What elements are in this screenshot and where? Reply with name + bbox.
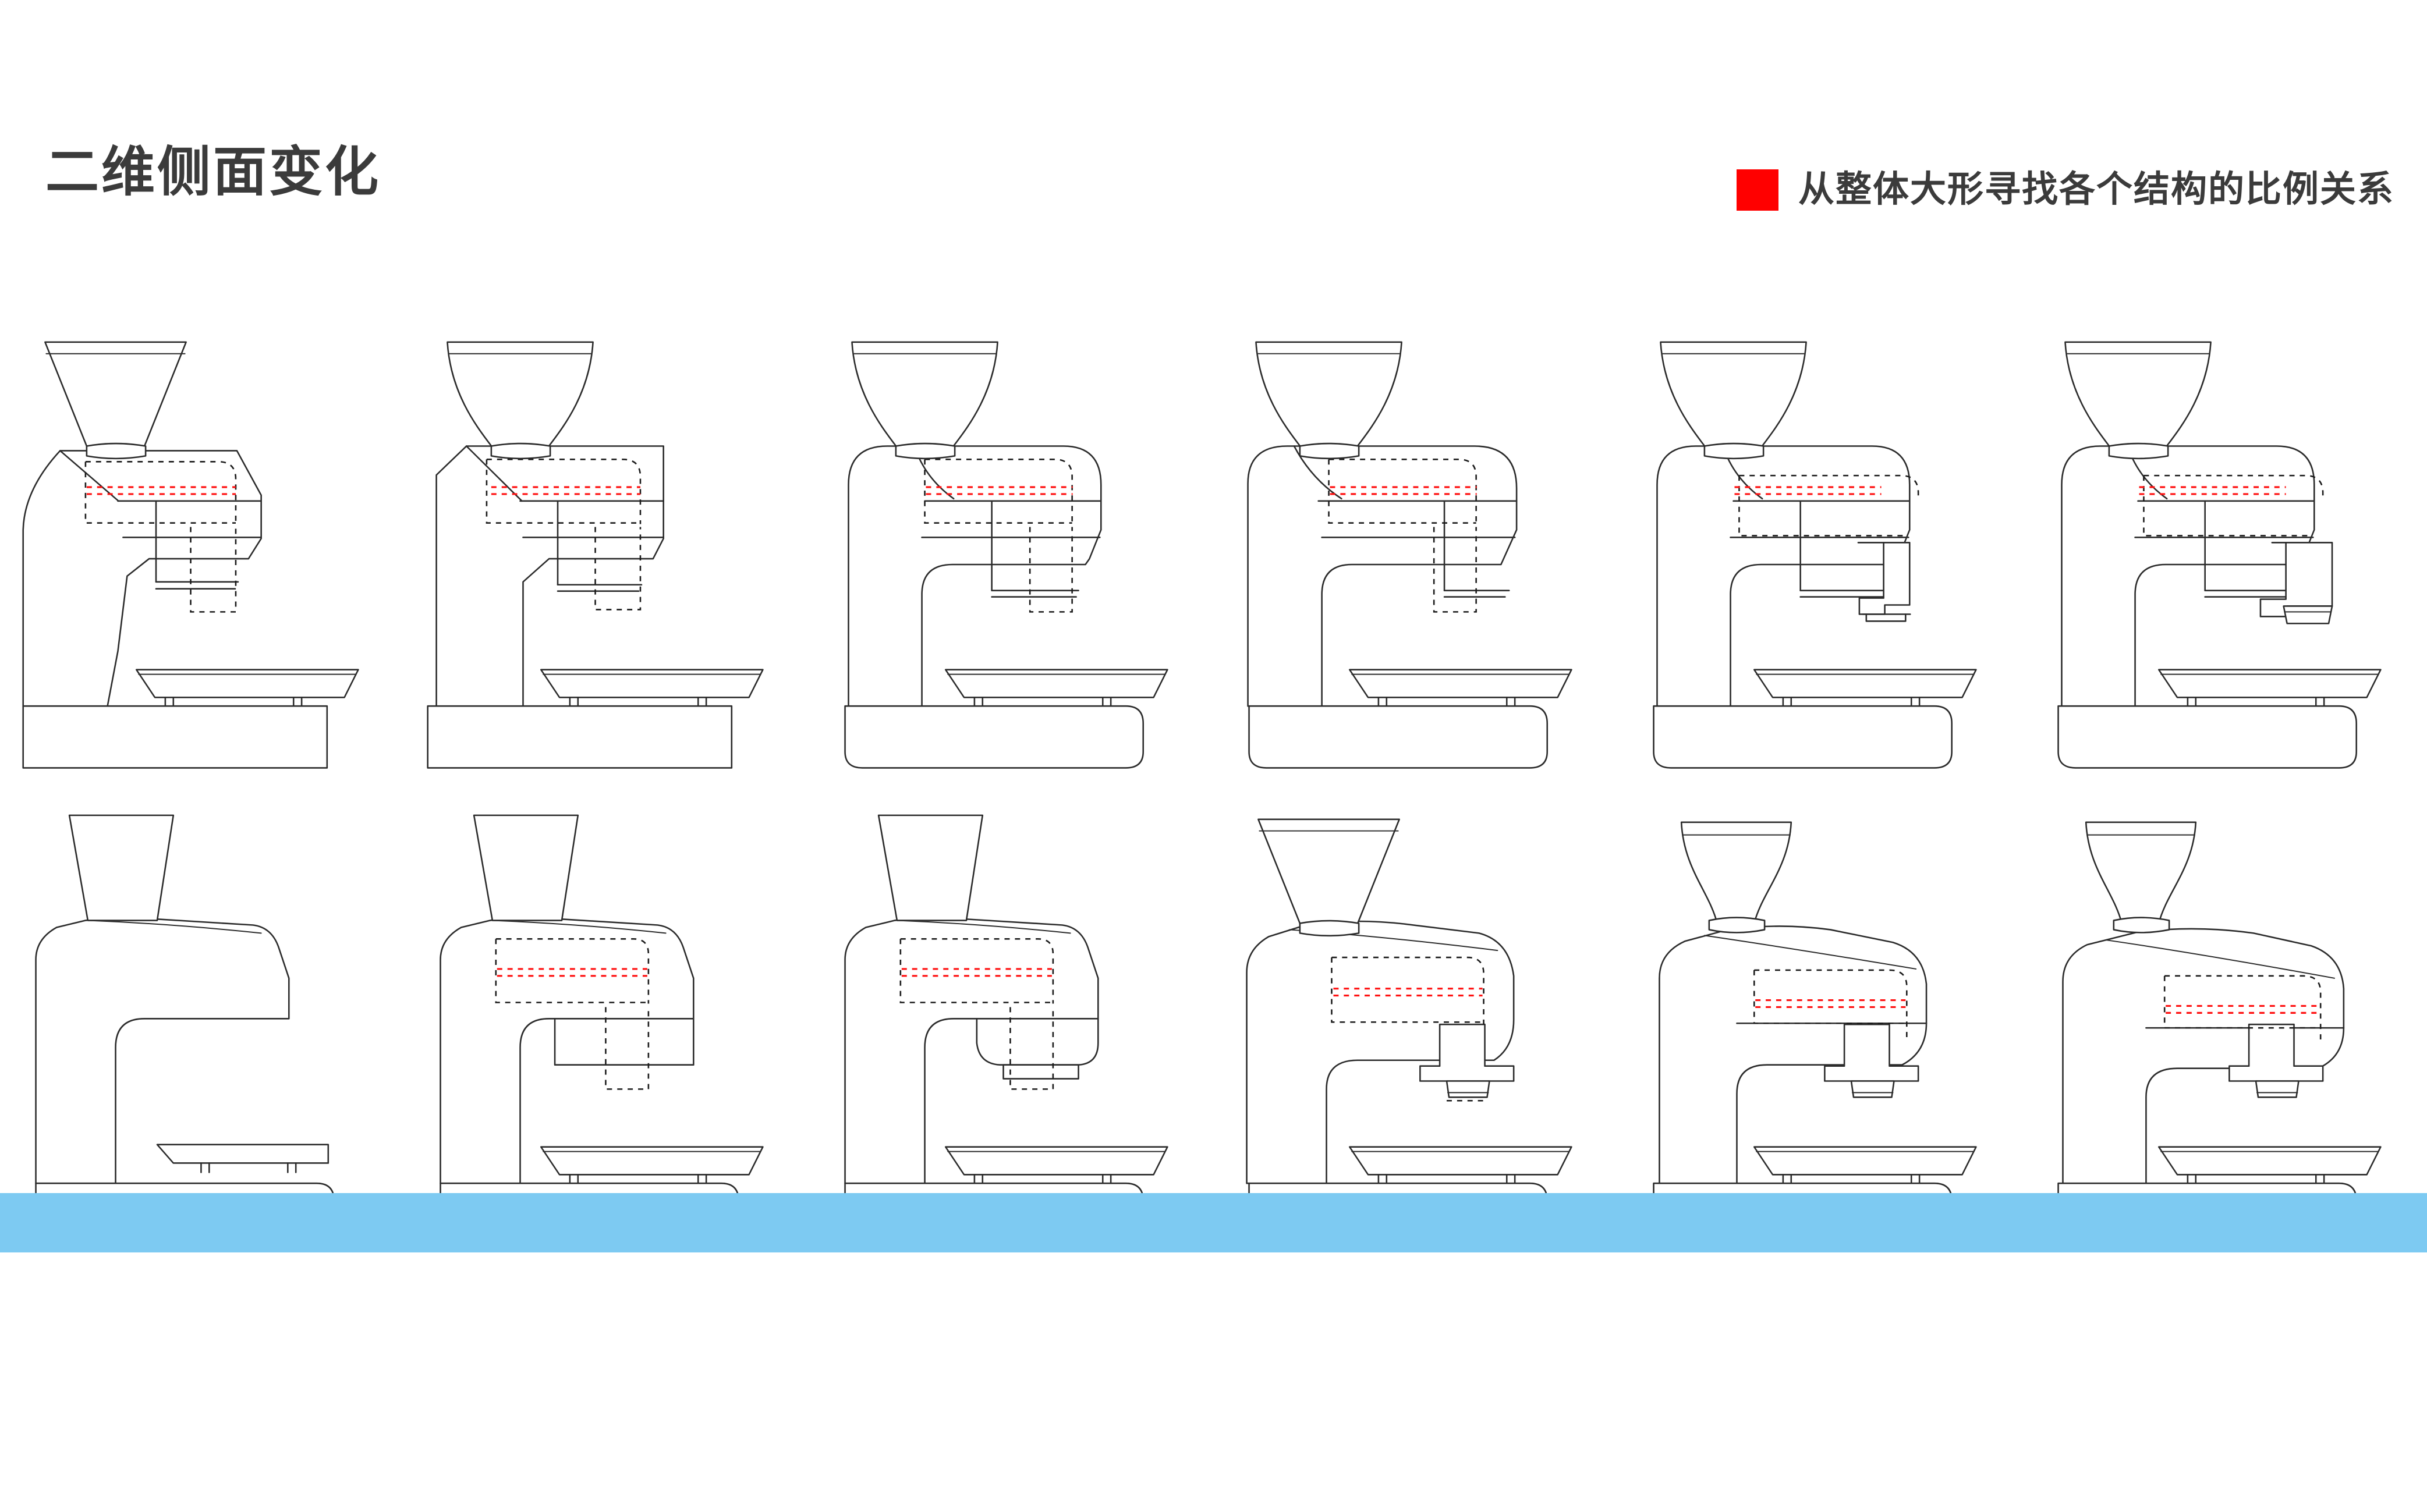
grind-spout [1824, 1023, 1919, 1098]
grinder-body [440, 917, 695, 1184]
hidden-internal-outline [899, 938, 1054, 1090]
grind-spout [2259, 541, 2333, 624]
grinder-body [435, 445, 664, 707]
sketch-cell-3 [809, 326, 1214, 803]
sketch-cell-2 [405, 326, 809, 803]
hidden-internal-outline [486, 459, 642, 611]
grind-spout [1857, 541, 1911, 622]
grinder-body [1247, 445, 1518, 707]
burr-plane-marker [1330, 486, 1478, 495]
sketch-cell-6 [2022, 326, 2427, 803]
hidden-internal-outline [2143, 474, 2324, 537]
variant-03-rounded-body [844, 341, 1168, 769]
slide-header: 二维侧面变化 从整体大形寻找各个结构的比例关系 [0, 0, 2427, 250]
red-square-bullet-icon [1736, 169, 1778, 211]
hidden-internal-outline [1331, 956, 1487, 1102]
sketch-cell-5 [1618, 326, 2022, 803]
grind-spout [976, 1018, 1099, 1080]
bean-hopper [68, 814, 175, 921]
bean-hopper [2064, 341, 2212, 460]
grinder-body [35, 917, 290, 1184]
subtitle-group: 从整体大形寻找各个结构的比例关系 [1736, 163, 2394, 216]
grind-spout [554, 1018, 695, 1066]
hidden-internal-outline [495, 938, 650, 1090]
grinder-body [1656, 445, 1911, 707]
grinder-body [847, 445, 1102, 707]
base-and-tray [22, 669, 359, 769]
base-and-tray [427, 669, 764, 769]
base-and-tray [2057, 669, 2382, 769]
variant-05-stepped-chute [1653, 341, 1978, 769]
burr-plane-marker [926, 486, 1073, 495]
base-and-tray [844, 669, 1168, 769]
sketch-cell-4 [1213, 326, 1618, 803]
grinder-body [844, 917, 1099, 1184]
burr-plane-marker [2139, 486, 2286, 495]
bean-hopper [1660, 341, 1808, 460]
hidden-internal-outline [1328, 459, 1478, 613]
bean-hopper [877, 814, 983, 921]
grind-spout [1419, 1023, 1515, 1098]
bean-hopper [44, 341, 187, 460]
grinder-body [22, 450, 262, 707]
burr-plane-marker [86, 486, 236, 495]
grinder-body [2061, 445, 2315, 707]
bottom-accent-band [0, 1193, 2427, 1252]
hidden-internal-outline [1753, 969, 1908, 1039]
grinder-body [2062, 928, 2345, 1184]
bean-hopper [446, 341, 594, 460]
base-and-tray [1653, 669, 1978, 769]
subtitle-label: 从整体大形寻找各个结构的比例关系 [1798, 169, 2394, 210]
hidden-internal-outline [923, 459, 1073, 613]
bean-hopper [851, 341, 998, 460]
bean-hopper [473, 814, 579, 921]
variant-02-curved-hopper-chamfer-body [427, 341, 764, 769]
burr-plane-marker [491, 486, 640, 495]
bean-hopper [1255, 341, 1403, 460]
bean-hopper [1681, 821, 1792, 934]
hidden-internal-outline [1738, 474, 1919, 537]
burr-plane-marker [1734, 486, 1882, 495]
burr-plane-marker [1755, 999, 1906, 1009]
hidden-internal-outline [84, 461, 237, 613]
variant-01-soft-left-angular-right [22, 341, 359, 769]
burr-plane-marker [1333, 988, 1483, 997]
bean-hopper [1257, 818, 1401, 937]
burr-plane-marker [497, 968, 647, 977]
sketch-cell-1 [0, 326, 405, 803]
grind-spout [2228, 1023, 2324, 1098]
variant-06-stepped-chute-with-collar [2057, 341, 2382, 769]
burr-plane-marker [2166, 1005, 2320, 1014]
variant-04-rounded-wide-top [1247, 341, 1573, 769]
base-and-tray [1248, 669, 1573, 769]
grinder-body [1659, 925, 1928, 1184]
page-title: 二维侧面变化 [45, 143, 381, 202]
burr-plane-marker [901, 968, 1052, 977]
bean-hopper [2085, 821, 2197, 934]
sketch-grid [0, 326, 2427, 1280]
